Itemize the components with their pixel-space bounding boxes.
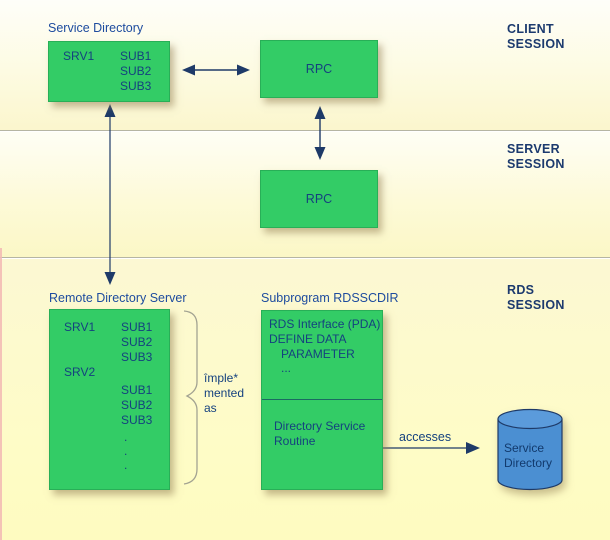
srv-entry: SRV2 — [64, 365, 96, 379]
database-label-line1: Service — [504, 441, 545, 455]
accesses-label: accesses — [399, 430, 452, 444]
subprogram-divider — [262, 399, 382, 400]
annotation-line2: mented — [204, 386, 245, 400]
srv-entry: SRV1 — [64, 320, 96, 334]
client-session-label: CLIENT SESSION — [507, 22, 565, 52]
subprogram-title: Subprogram RDSSCDIR — [261, 291, 399, 305]
database-label-line2: Directory — [504, 456, 553, 470]
srv-entry: SRV1 — [63, 49, 95, 63]
ellipsis-line: ... — [281, 361, 292, 375]
rds-session-label: RDS SESSION — [507, 283, 565, 313]
annotation-line3: as — [204, 401, 217, 415]
routine-line1: Directory Service — [274, 419, 366, 433]
rds-session-line2: SESSION — [507, 298, 565, 312]
client-rpc-label: RPC — [305, 62, 333, 76]
sub-entry: SUB2 — [120, 64, 152, 78]
client-rpc-box: RPC — [260, 40, 378, 98]
sub-entry: SUB3 — [120, 79, 152, 93]
sub-entry: SUB1 — [121, 320, 153, 334]
rds-session-line1: RDS — [507, 283, 535, 297]
define-data-line: DEFINE DATA — [269, 332, 347, 346]
parameter-line: PARAMETER — [281, 347, 355, 361]
server-session-line1: SERVER — [507, 142, 560, 156]
service-directory-title: Service Directory — [48, 21, 144, 35]
sub-entry: SUB1 — [120, 49, 152, 63]
sub-entry: SUB2 — [121, 335, 153, 349]
ellipsis-dot: . — [124, 444, 128, 458]
annotation-line1: împle* — [204, 371, 239, 385]
sub-entry: SUB3 — [121, 350, 153, 364]
pda-interface-line: RDS Interface (PDA) — [269, 317, 381, 331]
remote-directory-server-box: SRV1 SUB1 SUB2 SUB3 SRV2 SUB1 SUB2 SUB3 … — [49, 309, 170, 490]
ellipsis-dot: . — [124, 430, 128, 444]
sub-entry: SUB1 — [121, 383, 153, 397]
routine-line2: Routine — [274, 434, 316, 448]
sub-entry: SUB3 — [121, 413, 153, 427]
left-edge-line — [0, 248, 2, 540]
client-session-line2: SESSION — [507, 37, 565, 51]
sub-entry: SUB2 — [121, 398, 153, 412]
server-session-line2: SESSION — [507, 157, 565, 171]
remote-directory-server-title: Remote Directory Server — [49, 291, 187, 305]
server-rpc-box: RPC — [260, 170, 378, 228]
database-cylinder-icon — [497, 408, 563, 491]
server-session-label: SERVER SESSION — [507, 142, 565, 172]
service-directory-box: SRV1 SUB1 SUB2 SUB3 — [48, 41, 170, 102]
database-label: Service Directory — [504, 441, 552, 471]
subprogram-box: RDS Interface (PDA) DEFINE DATA PARAMETE… — [261, 310, 383, 490]
implemented-as-annotation: împle* mented as — [204, 371, 244, 416]
client-session-line1: CLIENT — [507, 22, 554, 36]
ellipsis-dot: . — [124, 458, 128, 472]
service-directory-database — [494, 406, 566, 494]
server-rpc-label: RPC — [305, 192, 333, 206]
